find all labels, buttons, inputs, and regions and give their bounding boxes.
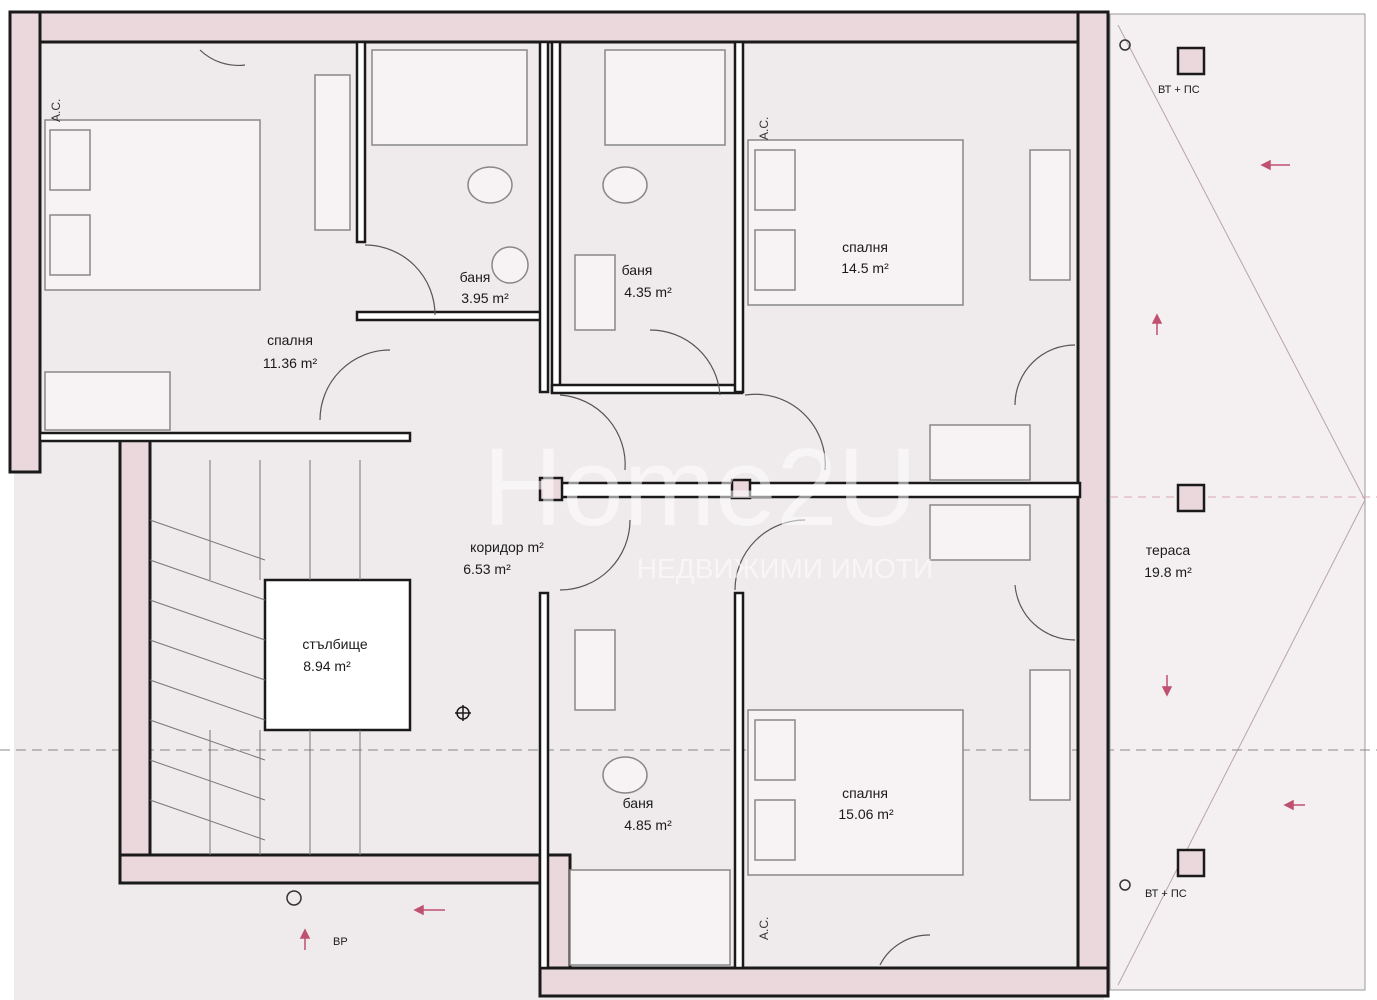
interior-walls bbox=[38, 40, 1082, 970]
ac-label-bottom: A.C. bbox=[757, 917, 771, 940]
room-name-terrace: тераса bbox=[1146, 542, 1191, 558]
shower-1 bbox=[371, 49, 528, 146]
room-name-bath-1: баня bbox=[460, 269, 491, 285]
watermark-brand: Home2U bbox=[483, 426, 917, 549]
room-name-corridor: коридор m² bbox=[470, 539, 544, 555]
room-area-bedroom-left: 11.36 m² bbox=[263, 355, 318, 371]
room-name-bedroom-top: спалня bbox=[842, 239, 888, 255]
toilet-3 bbox=[602, 756, 648, 794]
ac-label-left: A.C. bbox=[49, 99, 63, 122]
room-area-bath-3: 4.85 m² bbox=[624, 817, 672, 833]
room-name-bedroom-left: спалня bbox=[267, 332, 313, 348]
room-area-bedroom-top: 14.5 m² bbox=[841, 260, 889, 276]
room-area-bath-2: 4.35 m² bbox=[624, 284, 672, 300]
vent-shafts bbox=[538, 46, 1206, 878]
room-area-bedroom-bottom: 15.06 m² bbox=[838, 806, 894, 822]
outer-walls bbox=[8, 10, 1110, 998]
drain-label: ВР bbox=[333, 936, 348, 948]
desk-bottom bbox=[1029, 669, 1071, 801]
desk-top bbox=[1029, 149, 1071, 281]
room-name-bath-2: баня bbox=[622, 262, 653, 278]
room-area-corridor: 6.53 m² bbox=[463, 561, 511, 577]
furniture bbox=[44, 49, 1071, 966]
room-area-stairs: 8.94 m² bbox=[303, 658, 351, 674]
toilet-2 bbox=[602, 166, 648, 204]
drain-icons bbox=[286, 39, 1131, 906]
sink-3 bbox=[574, 629, 616, 711]
shower-2 bbox=[604, 49, 726, 146]
center-marker-icon bbox=[455, 705, 471, 721]
slope-arrows bbox=[299, 159, 1305, 950]
vent-label-top: ВТ + ПС bbox=[1158, 84, 1200, 96]
room-area-bath-1: 3.95 m² bbox=[461, 290, 509, 306]
staircase bbox=[149, 460, 361, 855]
watermark-subtitle: НЕДВИЖИМИ ИМОТИ bbox=[637, 553, 933, 584]
toilet-1 bbox=[467, 166, 513, 204]
wardrobe-corridor bbox=[929, 424, 1031, 481]
ac-label-top: A.C. bbox=[757, 117, 771, 140]
room-name-stairs: стълбище bbox=[302, 636, 368, 652]
shower-3 bbox=[569, 869, 731, 966]
wardrobe-left bbox=[44, 371, 171, 431]
room-name-bedroom-bottom: спалня bbox=[842, 785, 888, 801]
terrace-floor bbox=[1109, 13, 1366, 991]
door-swings bbox=[199, 49, 1076, 966]
sink-2 bbox=[574, 254, 616, 331]
sink-1 bbox=[491, 246, 529, 284]
vent-label-bottom: ВТ + ПС bbox=[1145, 888, 1187, 900]
room-area-terrace: 19.8 m² bbox=[1144, 564, 1192, 580]
desk-left bbox=[314, 74, 351, 231]
terrace-slope-lines bbox=[1117, 24, 1366, 986]
room-name-bath-3: баня bbox=[623, 795, 654, 811]
